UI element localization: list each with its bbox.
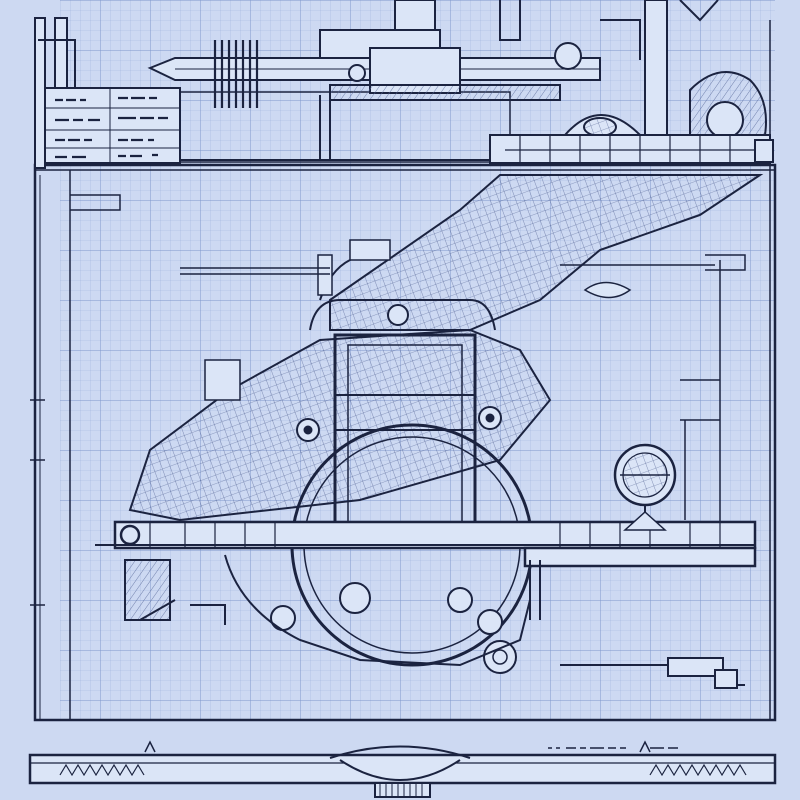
- drawing-frame: [33, 20, 777, 722]
- title-block: [44, 87, 181, 164]
- lower-chassis: [124, 554, 745, 689]
- upper-deck: [489, 134, 774, 164]
- bottom-scale-bar: [28, 740, 777, 798]
- guide-rails: [70, 194, 746, 520]
- top-right-structure: [499, 0, 767, 139]
- upper-shaft-assembly: [147, 0, 601, 163]
- gauge-dial-icon: [613, 443, 677, 531]
- main-ring-wheel: [270, 406, 534, 674]
- sloped-hull: [128, 174, 764, 522]
- left-edge-ticks: [30, 399, 60, 721]
